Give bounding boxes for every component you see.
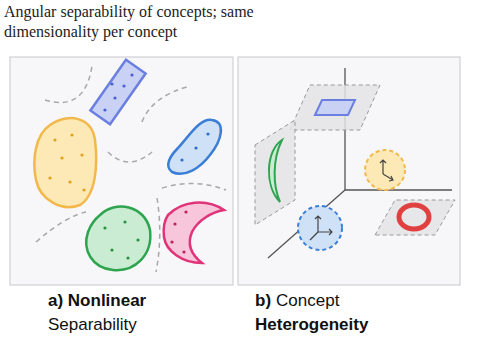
caption-title: Heterogeneity bbox=[255, 314, 368, 336]
red-concept bbox=[399, 205, 429, 229]
green-concept bbox=[269, 140, 282, 202]
blue-cluster bbox=[90, 60, 145, 125]
basis-arrows bbox=[310, 216, 332, 240]
blue-ball-concept bbox=[298, 206, 342, 250]
yellow-cluster bbox=[34, 118, 96, 207]
panel bbox=[238, 57, 460, 285]
caption-title: a) Nonlinear bbox=[48, 290, 146, 312]
pink-cluster bbox=[164, 203, 224, 263]
points bbox=[48, 73, 209, 259]
panel bbox=[10, 57, 233, 285]
blue-concept bbox=[315, 100, 355, 115]
basis-arrows bbox=[380, 160, 393, 181]
subspace-plane bbox=[255, 120, 295, 225]
yellow-concept bbox=[365, 150, 405, 190]
caption-subtitle: Separability bbox=[48, 314, 137, 336]
green-cluster bbox=[86, 207, 150, 271]
caption-letter: b) bbox=[255, 290, 271, 312]
subspace-plane bbox=[375, 200, 455, 235]
panel-caption: Angular separability of concepts; same d… bbox=[4, 2, 259, 42]
cyan-cluster bbox=[168, 120, 221, 174]
subspace-plane bbox=[290, 85, 380, 130]
caption-word: Concept bbox=[276, 290, 339, 312]
